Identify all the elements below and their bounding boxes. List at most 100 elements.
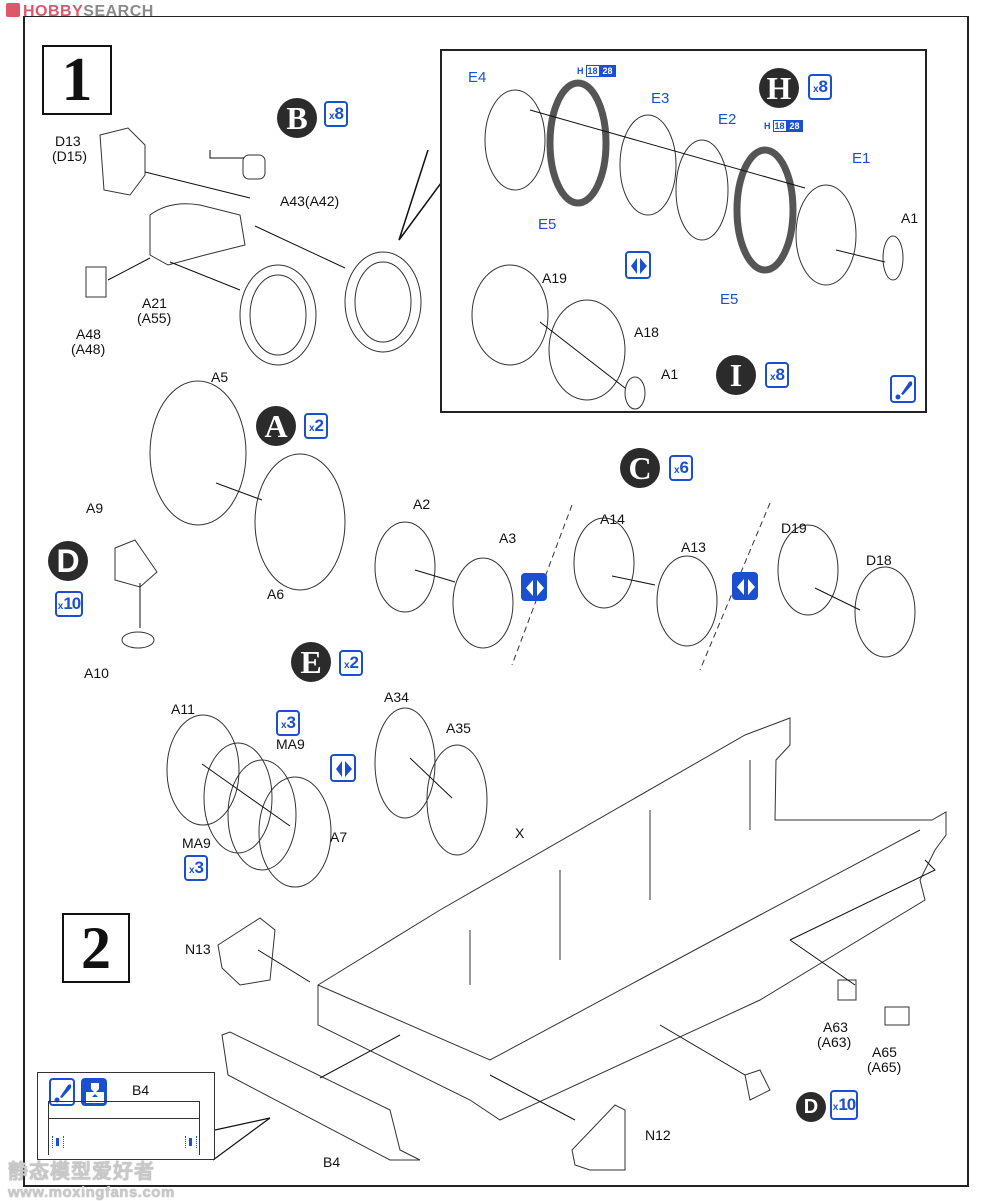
- part-n12: [571, 1104, 626, 1171]
- label-d18: D18: [866, 552, 892, 568]
- subassembly-i-badge: I: [716, 355, 756, 395]
- hobby-search-watermark: HOBBYSEARCH: [6, 3, 154, 21]
- part-n13: [217, 917, 276, 986]
- label-a1-a: A1: [901, 210, 919, 226]
- instruction-page-frame: [23, 16, 969, 1187]
- qty-i-badge: x8: [765, 362, 789, 388]
- part-a3: [452, 557, 514, 649]
- label-e2: E2: [718, 111, 737, 128]
- label-e1: E1: [852, 150, 871, 167]
- part-d18: [854, 566, 916, 658]
- label-a6: A6: [267, 586, 285, 602]
- part-e3: [619, 114, 677, 216]
- part-e2: [675, 139, 729, 241]
- label-a1-b: A1: [661, 366, 679, 382]
- part-e4: [484, 89, 546, 191]
- label-x: X: [515, 825, 525, 841]
- drill-mark-left: [52, 1136, 64, 1148]
- wheel-detail-inset: [440, 49, 927, 413]
- drill-mark-right: [185, 1136, 197, 1148]
- label-a65: A65: [872, 1044, 897, 1060]
- label-a11: A11: [171, 701, 195, 717]
- qty-h-badge: x8: [808, 74, 832, 100]
- part-d-bracket: [744, 1069, 771, 1101]
- optional-part-icon: [890, 375, 916, 403]
- part-a35: [426, 744, 488, 856]
- part-a14: [573, 517, 635, 609]
- subassembly-h-badge: H: [759, 68, 799, 108]
- moxingfans-watermark: 静态模型爱好者 www.moxingfans.com: [8, 1161, 175, 1201]
- subassembly-a-badge: A: [256, 406, 296, 446]
- label-a63: A63: [823, 1019, 848, 1035]
- subassembly-d-badge-step2: D: [796, 1092, 826, 1122]
- label-e5-a: E5: [538, 216, 557, 233]
- callout-label-b4: B4: [132, 1082, 150, 1098]
- label-a65-alt: (A65): [867, 1059, 902, 1075]
- part-a7: [258, 776, 332, 888]
- label-a21: A21: [142, 295, 167, 311]
- label-d13: D13: [55, 133, 81, 149]
- qty-d-badge-step2: x10: [830, 1090, 858, 1120]
- step-2-number: 2: [62, 913, 130, 983]
- label-a9: A9: [86, 500, 104, 516]
- part-a18: [548, 299, 626, 401]
- part-road-wheel-2: [344, 251, 422, 353]
- label-a5: A5: [211, 369, 229, 385]
- part-a63: [837, 979, 857, 1001]
- qty-ma9-badge: x3: [276, 710, 300, 736]
- label-a55: (A55): [137, 310, 172, 326]
- subassembly-d-badge: D: [48, 541, 88, 581]
- part-a1-hub: [882, 235, 904, 281]
- alternative-icon: [330, 754, 356, 782]
- label-a48: A48: [76, 326, 101, 342]
- label-ma9-b: MA9: [182, 835, 211, 851]
- label-a18: A18: [634, 324, 659, 340]
- alternative-icon: [521, 573, 547, 601]
- part-a2: [374, 521, 436, 613]
- label-a14: A14: [600, 511, 625, 527]
- part-a43: [242, 154, 266, 180]
- label-a13: A13: [681, 539, 706, 555]
- label-a2: A2: [413, 496, 431, 512]
- subassembly-b-badge: B: [277, 98, 317, 138]
- qty-c-badge: x6: [669, 455, 693, 481]
- label-a43: A43(A42): [280, 193, 340, 209]
- part-road-wheel-1: [239, 264, 317, 366]
- subassembly-e-badge: E: [291, 642, 331, 682]
- subassembly-c-badge: C: [620, 448, 660, 488]
- qty-d-badge: x10: [55, 591, 83, 617]
- step-1-number: 1: [42, 45, 112, 115]
- label-ma9-a: MA9: [276, 736, 305, 752]
- label-e3: E3: [651, 90, 670, 107]
- alternative-icon: [625, 251, 651, 279]
- label-d15: (D15): [52, 148, 88, 164]
- label-a3: A3: [499, 530, 517, 546]
- label-a10: A10: [84, 665, 109, 681]
- label-n13: N13: [185, 941, 211, 957]
- part-e5-tire-1: [546, 79, 610, 207]
- part-a13: [656, 555, 718, 647]
- part-a5: [149, 380, 247, 526]
- label-a35: A35: [446, 720, 471, 736]
- part-a21: [149, 203, 246, 266]
- part-a19: [471, 264, 549, 366]
- part-hull-x: [317, 717, 947, 1121]
- label-n12: N12: [645, 1127, 671, 1143]
- label-b4: B4: [323, 1154, 341, 1170]
- label-a34: A34: [384, 689, 409, 705]
- part-e5-tire-2: [733, 146, 797, 274]
- part-a6: [254, 453, 346, 591]
- label-a48-alt: (A48): [71, 341, 106, 357]
- label-e4: E4: [468, 69, 487, 86]
- part-ma9-ring-2: [227, 759, 297, 871]
- part-e1: [795, 184, 857, 286]
- qty-ma9-badge-2: x3: [184, 855, 208, 881]
- part-d13: [99, 127, 146, 196]
- part-a11: [166, 714, 240, 826]
- part-a1-hub-2: [624, 376, 646, 410]
- b4-plate-diagram: [48, 1101, 200, 1155]
- part-a48: [85, 266, 107, 298]
